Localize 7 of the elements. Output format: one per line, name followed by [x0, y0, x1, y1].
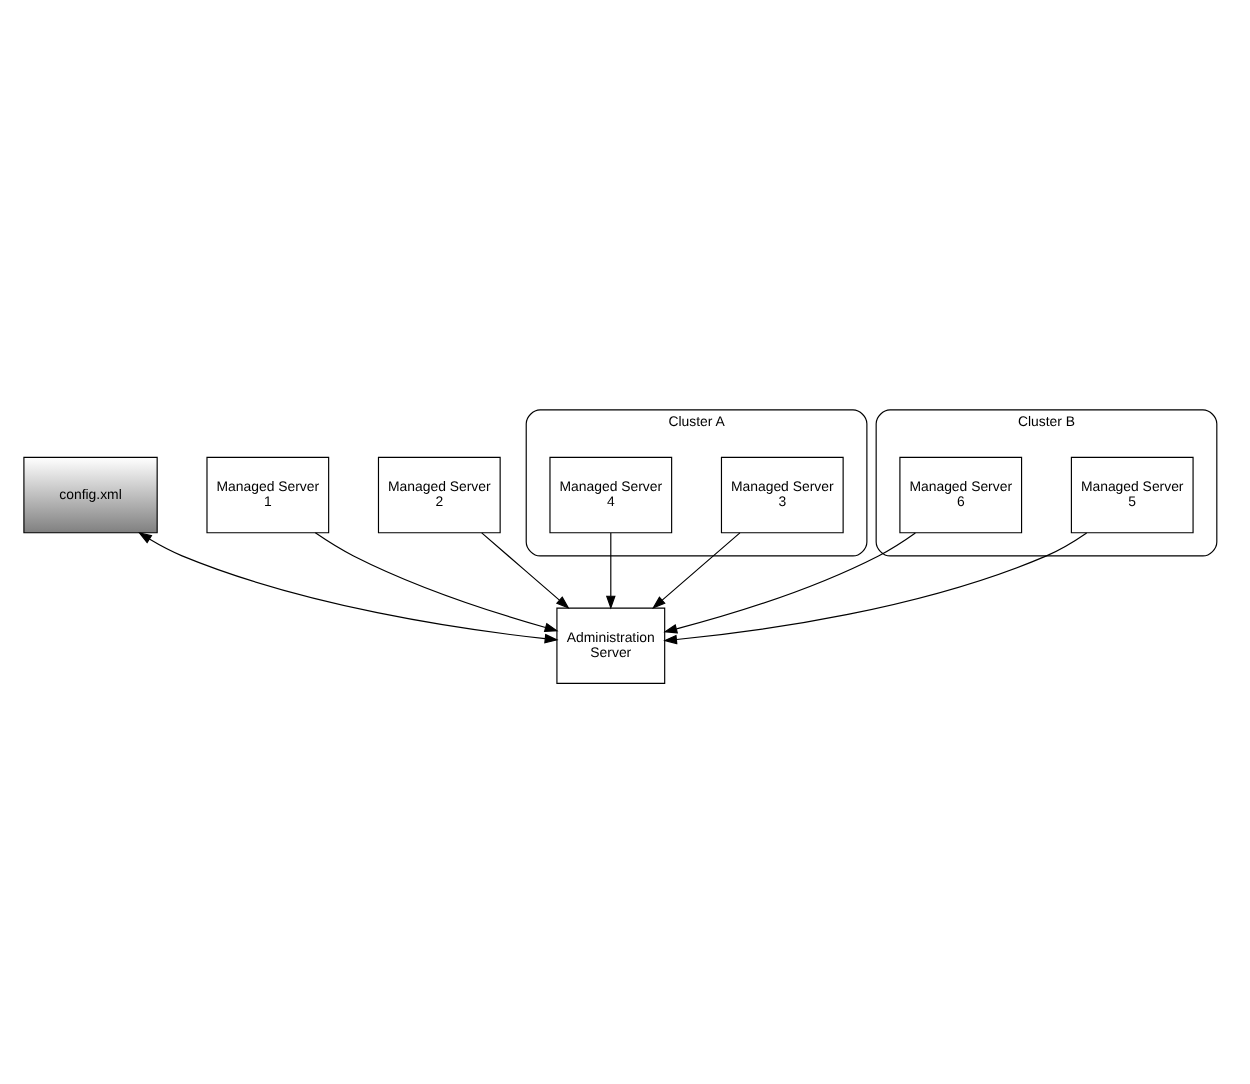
arrow [314, 532, 559, 633]
arrow [605, 532, 616, 610]
arrow [663, 532, 916, 634]
arrow [663, 532, 1088, 645]
arrow [652, 532, 741, 609]
arrow [481, 532, 570, 609]
arrow [138, 532, 559, 644]
